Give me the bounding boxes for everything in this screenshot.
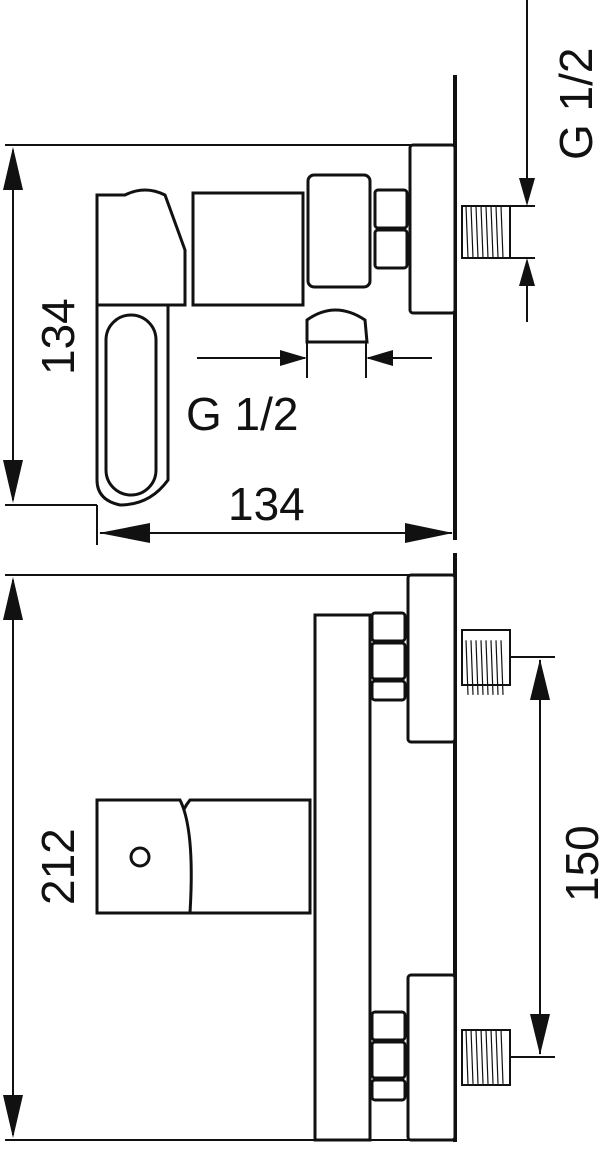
hex-nut-bottom xyxy=(373,228,409,270)
arrow-icon xyxy=(99,523,150,543)
front-height-label: 212 xyxy=(32,828,84,905)
lever-opening xyxy=(104,313,158,497)
mixer-bar xyxy=(313,613,372,1142)
outlet-thread-label: G 1/2 xyxy=(186,388,299,440)
handle-block xyxy=(95,188,187,307)
union-nut xyxy=(306,173,372,289)
arrow-icon xyxy=(530,659,550,700)
hex-nut xyxy=(370,1010,407,1042)
side-view: G 1/2 G 1/2 134 134 xyxy=(3,0,600,545)
wall-plate-bottom xyxy=(406,973,457,1142)
indicator-dot xyxy=(129,846,151,868)
inlet-spacing-label: 150 xyxy=(556,825,600,902)
hex-nut xyxy=(370,1040,407,1080)
arrow-icon xyxy=(3,577,23,620)
front-view: 212 150 xyxy=(3,553,600,1142)
hex-nut xyxy=(370,679,407,702)
arrow-icon xyxy=(280,350,307,366)
hex-nut xyxy=(370,611,407,643)
body-cylinder xyxy=(191,191,305,307)
arrow-icon xyxy=(3,1095,23,1138)
arrow-icon xyxy=(366,350,393,366)
arrow-icon xyxy=(3,460,23,503)
arrow-icon xyxy=(405,523,453,543)
body-cylinder xyxy=(173,798,312,915)
outlet xyxy=(305,308,369,344)
arrow-icon xyxy=(3,147,23,190)
hex-nut xyxy=(370,641,407,681)
thread-label-right: G 1/2 xyxy=(550,47,600,160)
hex-nut xyxy=(370,1078,407,1102)
thread-connector-bottom xyxy=(461,1028,511,1086)
thread-connector xyxy=(461,205,511,259)
arrow-icon xyxy=(519,178,535,206)
arrow-icon xyxy=(519,258,535,286)
wall-plate xyxy=(408,143,457,315)
hex-nut-top xyxy=(373,188,409,230)
height-label: 134 xyxy=(32,298,84,375)
wall-plate-top xyxy=(406,573,457,744)
depth-label: 134 xyxy=(228,478,305,530)
thread-connector-top xyxy=(461,629,511,696)
arrow-icon xyxy=(530,1014,550,1055)
